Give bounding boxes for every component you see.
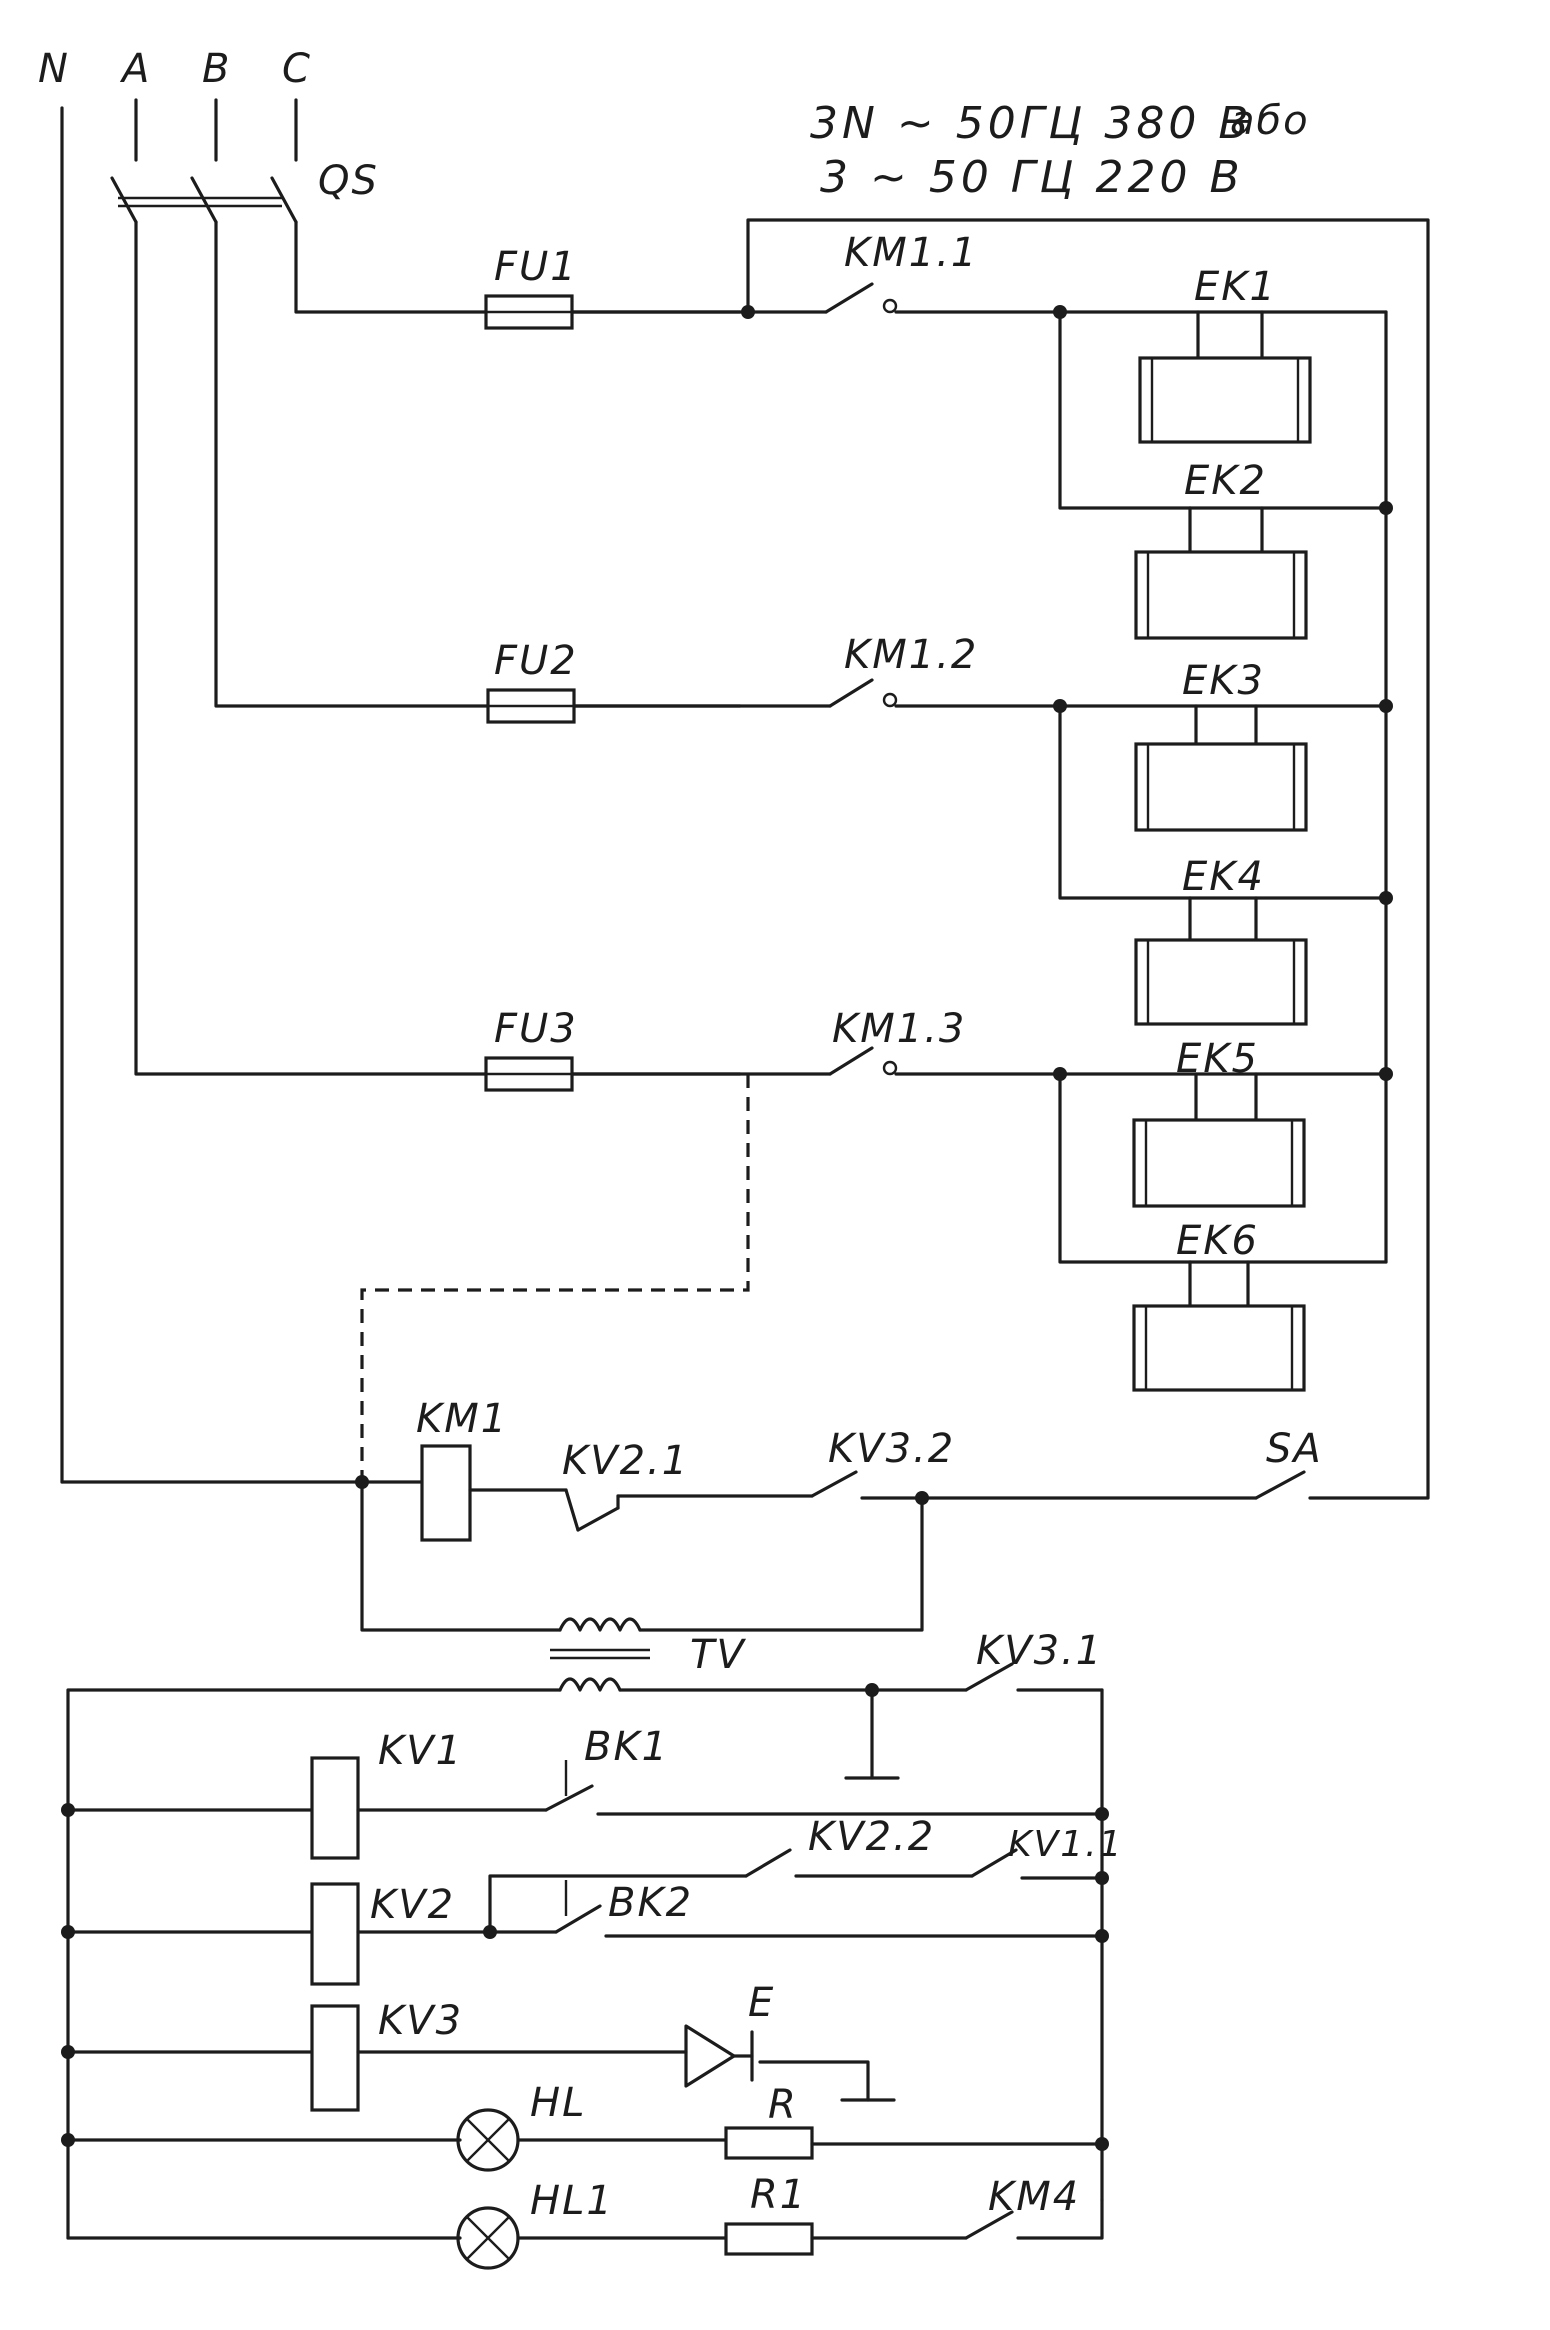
dashed-link — [360, 1074, 750, 1488]
phase-label-a: A — [119, 46, 151, 92]
heater-ek1 — [1138, 310, 1312, 444]
heater-ek4 — [1134, 896, 1308, 1026]
ek3-label: EK3 — [1182, 658, 1265, 704]
main-switch-qs — [110, 98, 298, 224]
lamp-hl — [456, 2108, 520, 2172]
bk2-label: BK2 — [608, 1880, 693, 1926]
coil-km1 — [420, 1444, 472, 1542]
ek2-label: EK2 — [1184, 458, 1267, 504]
contact-km1-1 — [824, 282, 874, 314]
contact-km1-2 — [828, 678, 874, 708]
control-feed-wire — [746, 218, 1430, 1500]
phase-a-wire — [134, 220, 742, 1076]
sensor-bk1 — [544, 1784, 594, 1812]
contact-kv2-1 — [564, 1488, 620, 1532]
kv3-coil-label: KV3 — [378, 1998, 463, 2044]
electrode-e — [684, 2024, 736, 2088]
coil-kv1 — [310, 1756, 360, 1860]
qs-label: QS — [318, 158, 379, 204]
km4-label: KM4 — [988, 2174, 1080, 2220]
bk1-label: BK1 — [584, 1724, 669, 1770]
transformer-tv — [550, 1617, 650, 1692]
supply-or-label: або — [1230, 98, 1310, 144]
contact-km4 — [964, 2210, 1014, 2240]
phase-label-b: B — [202, 46, 231, 92]
fu2-label: FU2 — [494, 638, 578, 684]
fu3-label: FU3 — [494, 1006, 578, 1052]
r-label: R — [768, 2082, 798, 2128]
phase-label-n: N — [38, 46, 70, 92]
hl-label: HL — [530, 2080, 586, 2126]
ek6-label: EK6 — [1176, 1218, 1259, 1264]
km1-1-label: KM1.1 — [844, 230, 978, 276]
heater-ek5 — [1132, 1072, 1306, 1208]
ground-electrode — [758, 2060, 870, 2102]
heater-ek3 — [1134, 704, 1308, 832]
heater-ek6 — [1132, 1260, 1306, 1392]
fu1-label: FU1 — [494, 244, 578, 290]
kv2-1-label: KV2.1 — [562, 1438, 689, 1484]
ek5-label: EK5 — [1176, 1036, 1259, 1082]
contact-kv3-2 — [810, 1470, 858, 1498]
switch-sa — [1254, 1470, 1306, 1500]
e-label: E — [748, 1980, 775, 2026]
contact-km1-3 — [828, 1046, 874, 1076]
km1-coil-label: KM1 — [416, 1396, 508, 1442]
heater-ek2 — [1134, 506, 1308, 640]
lamp-hl1 — [456, 2206, 520, 2270]
kv2-coil-label: KV2 — [370, 1882, 455, 1928]
km1-3-label: KM1.3 — [832, 1006, 966, 1052]
kv2-2-label: KV2.2 — [808, 1814, 935, 1860]
sensor-bk2 — [554, 1904, 602, 1934]
kv1-1-label: KV1.1 — [1008, 1824, 1124, 1865]
coil-kv2 — [310, 1882, 360, 1986]
coil-kv3 — [310, 2004, 360, 2112]
sa-label: SA — [1266, 1426, 1323, 1472]
supply-spec-line1: 3N ~ 50ГЦ 380 В — [810, 98, 1253, 149]
phase-label-c: C — [282, 46, 312, 92]
contact-kv2-2 — [744, 1848, 792, 1878]
r1-label: R1 — [750, 2172, 807, 2218]
ek4-label: EK4 — [1182, 854, 1265, 900]
supply-spec-line2: 3 ~ 50 ГЦ 220 В — [820, 152, 1244, 203]
resistor-r — [724, 2126, 814, 2160]
hl1-label: HL1 — [530, 2178, 614, 2224]
kv3-2-label: KV3.2 — [828, 1426, 955, 1472]
kv3-1-label: KV3.1 — [976, 1628, 1103, 1674]
contact-kv1-1 — [970, 1848, 1018, 1878]
km1-2-label: KM1.2 — [844, 632, 978, 678]
tv-label: TV — [690, 1632, 746, 1678]
ek1-label: EK1 — [1194, 264, 1277, 310]
contact-kv3-1 — [964, 1662, 1014, 1692]
kv1-coil-label: KV1 — [378, 1728, 463, 1774]
resistor-r1 — [724, 2222, 814, 2256]
